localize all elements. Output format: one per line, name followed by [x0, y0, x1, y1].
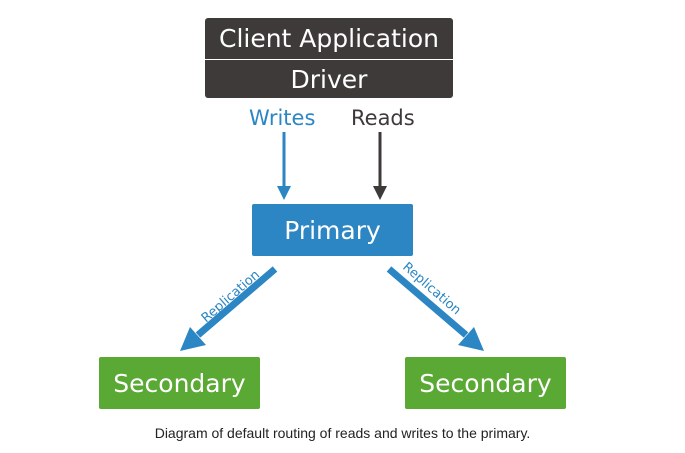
client-application-label: Client Application	[218, 24, 439, 53]
replication-right-arrow	[386, 266, 484, 351]
client-application-box: Client Application	[205, 18, 453, 59]
primary-label: Primary	[284, 215, 381, 245]
secondary-right-label: Secondary	[419, 368, 552, 398]
driver-label: Driver	[290, 64, 368, 94]
primary-node: Primary	[252, 204, 413, 256]
reads-label: Reads	[351, 106, 415, 130]
secondary-node-left: Secondary	[99, 357, 260, 409]
reads-arrow	[373, 132, 387, 200]
replication-left-arrow	[180, 266, 278, 351]
driver-box: Driver	[205, 60, 453, 98]
replication-left-label: Replication	[199, 267, 263, 326]
secondary-node-right: Secondary	[405, 357, 566, 409]
diagram-caption: Diagram of default routing of reads and …	[154, 425, 531, 441]
writes-arrow	[277, 132, 291, 200]
secondary-left-label: Secondary	[113, 368, 246, 398]
writes-label: Writes	[249, 106, 316, 130]
